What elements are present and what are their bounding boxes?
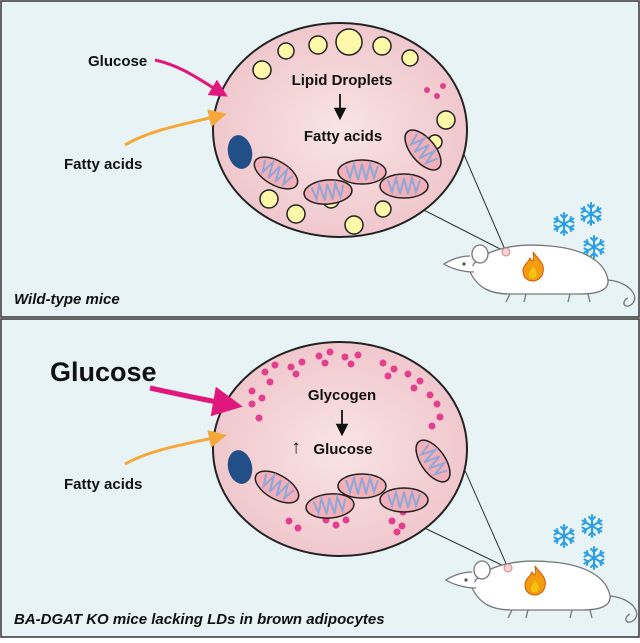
fatty-acids-input-label: Fatty acids [64, 156, 142, 173]
fatty-acids-uptake-arrow [124, 109, 227, 147]
mitochondrion-icon [337, 473, 387, 499]
zoom-line [462, 465, 509, 569]
zoom-line [411, 521, 509, 569]
fatty-acids-uptake-arrow [124, 430, 227, 466]
fatty-acids-product-label: Fatty acids [304, 128, 382, 145]
zoom-line [461, 149, 507, 253]
glucose-input-label: Glucose [88, 53, 147, 70]
increase-arrow: ↑ [291, 437, 301, 458]
brown-fat-spot [501, 247, 511, 257]
bottom-panel-caption: BA-DGAT KO mice lacking LDs in brown adi… [14, 611, 385, 628]
glucose-input-label-large: Glucose [50, 357, 157, 387]
zoom-line [411, 203, 507, 253]
nucleus-icon [227, 135, 253, 169]
glucose-uptake-arrow-enhanced [149, 385, 243, 417]
mitochondrion-icon [337, 159, 387, 185]
fatty-acids-input-label: Fatty acids [64, 476, 142, 493]
glycogen-dots [248, 348, 444, 536]
glucose-dots [424, 83, 446, 99]
lipid-droplets-label: Lipid Droplets [292, 72, 393, 89]
lipid-droplets [252, 28, 456, 235]
nucleus-icon [227, 450, 253, 484]
brown-fat-spot [503, 563, 513, 573]
mitochondrion-icon [379, 173, 429, 199]
glucose-uptake-arrow [154, 58, 228, 97]
glucose-product-label: Glucose [313, 441, 372, 458]
mitochondrion-icon [379, 487, 429, 513]
top-panel-caption: Wild-type mice [14, 291, 120, 308]
glycogen-label: Glycogen [308, 387, 376, 404]
